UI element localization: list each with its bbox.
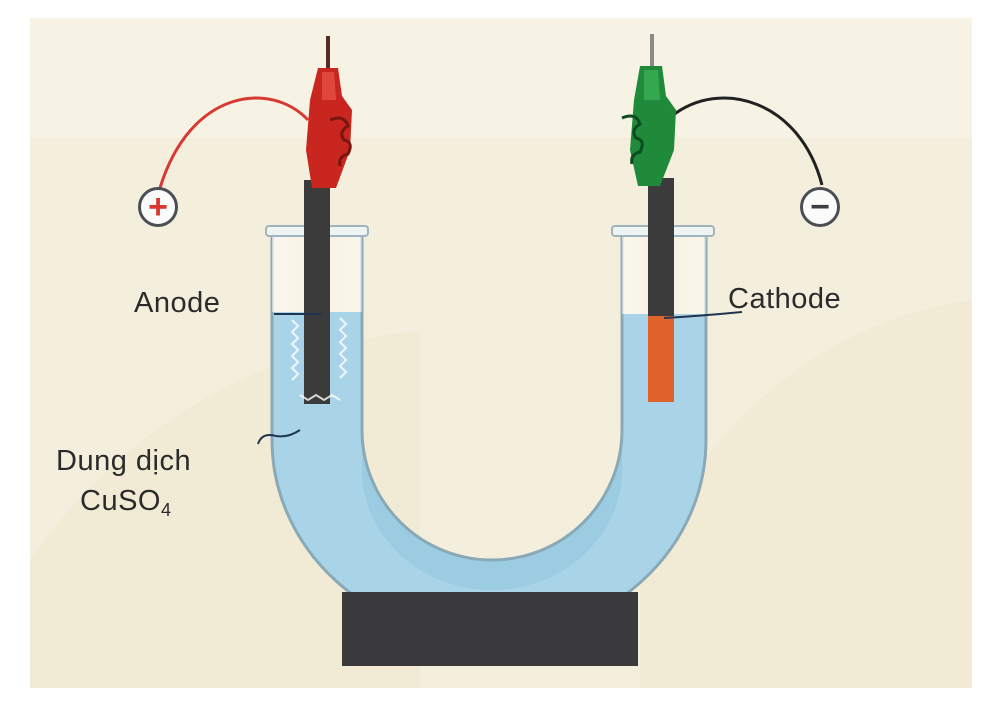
positive-terminal-symbol: + [148, 188, 168, 226]
u-tube-inner-wall [360, 232, 624, 562]
background-arc-right [640, 300, 972, 688]
positive-wire [158, 96, 310, 189]
anode-clip [306, 36, 352, 188]
solution-label-line1: Dung dịch [56, 445, 192, 477]
solution-liquid [272, 312, 706, 639]
anode-electrode [304, 180, 330, 404]
anode-bubbles [290, 317, 348, 402]
solution-shade [362, 430, 622, 590]
stand-base [342, 592, 638, 666]
solution-leader-line [257, 429, 301, 445]
positive-terminal-icon: + [138, 187, 178, 227]
cathode-electrode [648, 178, 674, 318]
solution-formula: CuSO [80, 485, 161, 517]
solution-formula-subscript: 4 [160, 500, 172, 520]
negative-wire [671, 96, 824, 186]
background-band [30, 18, 972, 138]
anode-label: Anode [134, 287, 221, 319]
solution-label-line2: CuSO4 [80, 484, 172, 527]
copper-deposit [648, 316, 674, 402]
negative-terminal-icon: − [800, 187, 840, 227]
cathode-clip [621, 34, 676, 186]
cathode-leader-line [663, 311, 743, 319]
negative-terminal-symbol: − [810, 188, 830, 226]
cathode-label: Cathode [728, 283, 842, 315]
